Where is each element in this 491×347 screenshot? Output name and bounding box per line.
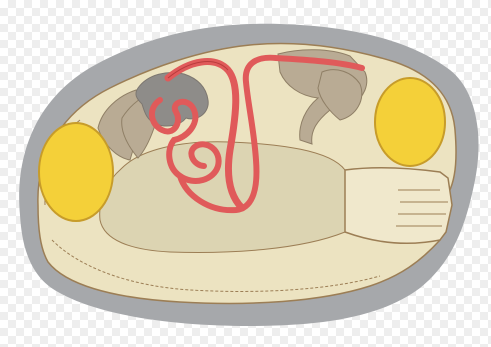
foot	[100, 142, 345, 253]
anterior-adductor-muscle	[39, 123, 113, 221]
posterior-adductor-muscle	[375, 78, 445, 166]
siphons	[345, 168, 452, 243]
